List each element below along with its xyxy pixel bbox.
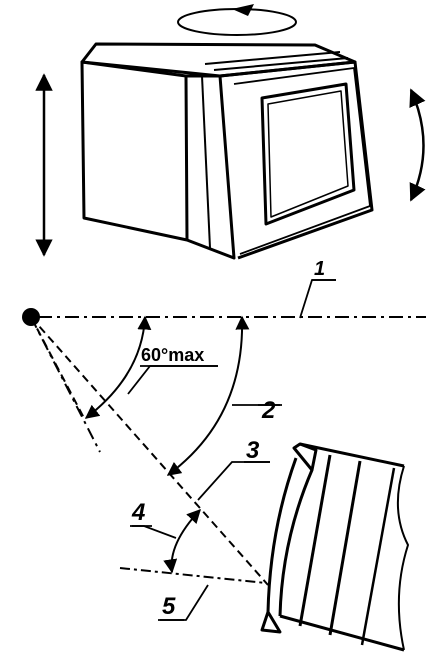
label-underlines: [130, 279, 336, 621]
angle-arc-60: [84, 315, 152, 419]
callout-label-5: 5: [162, 593, 176, 620]
monitor-box: [80, 42, 374, 260]
callout-label-4: 4: [131, 499, 145, 526]
viewing-lines: [30, 316, 269, 586]
horizontal-rotation-icon: [177, 4, 297, 36]
callout-label-3: 3: [246, 437, 260, 464]
angle-arc-2: [166, 315, 250, 476]
callout-label-1: 1: [314, 258, 325, 280]
side-view-monitor: [260, 442, 409, 652]
screen-normal-line: [119, 567, 267, 584]
callout-label-2: 2: [261, 397, 276, 424]
angle-limit-label: 60°max: [141, 345, 204, 365]
angle-arc-4: [163, 508, 201, 574]
tilt-rotation-icon: [409, 88, 426, 202]
